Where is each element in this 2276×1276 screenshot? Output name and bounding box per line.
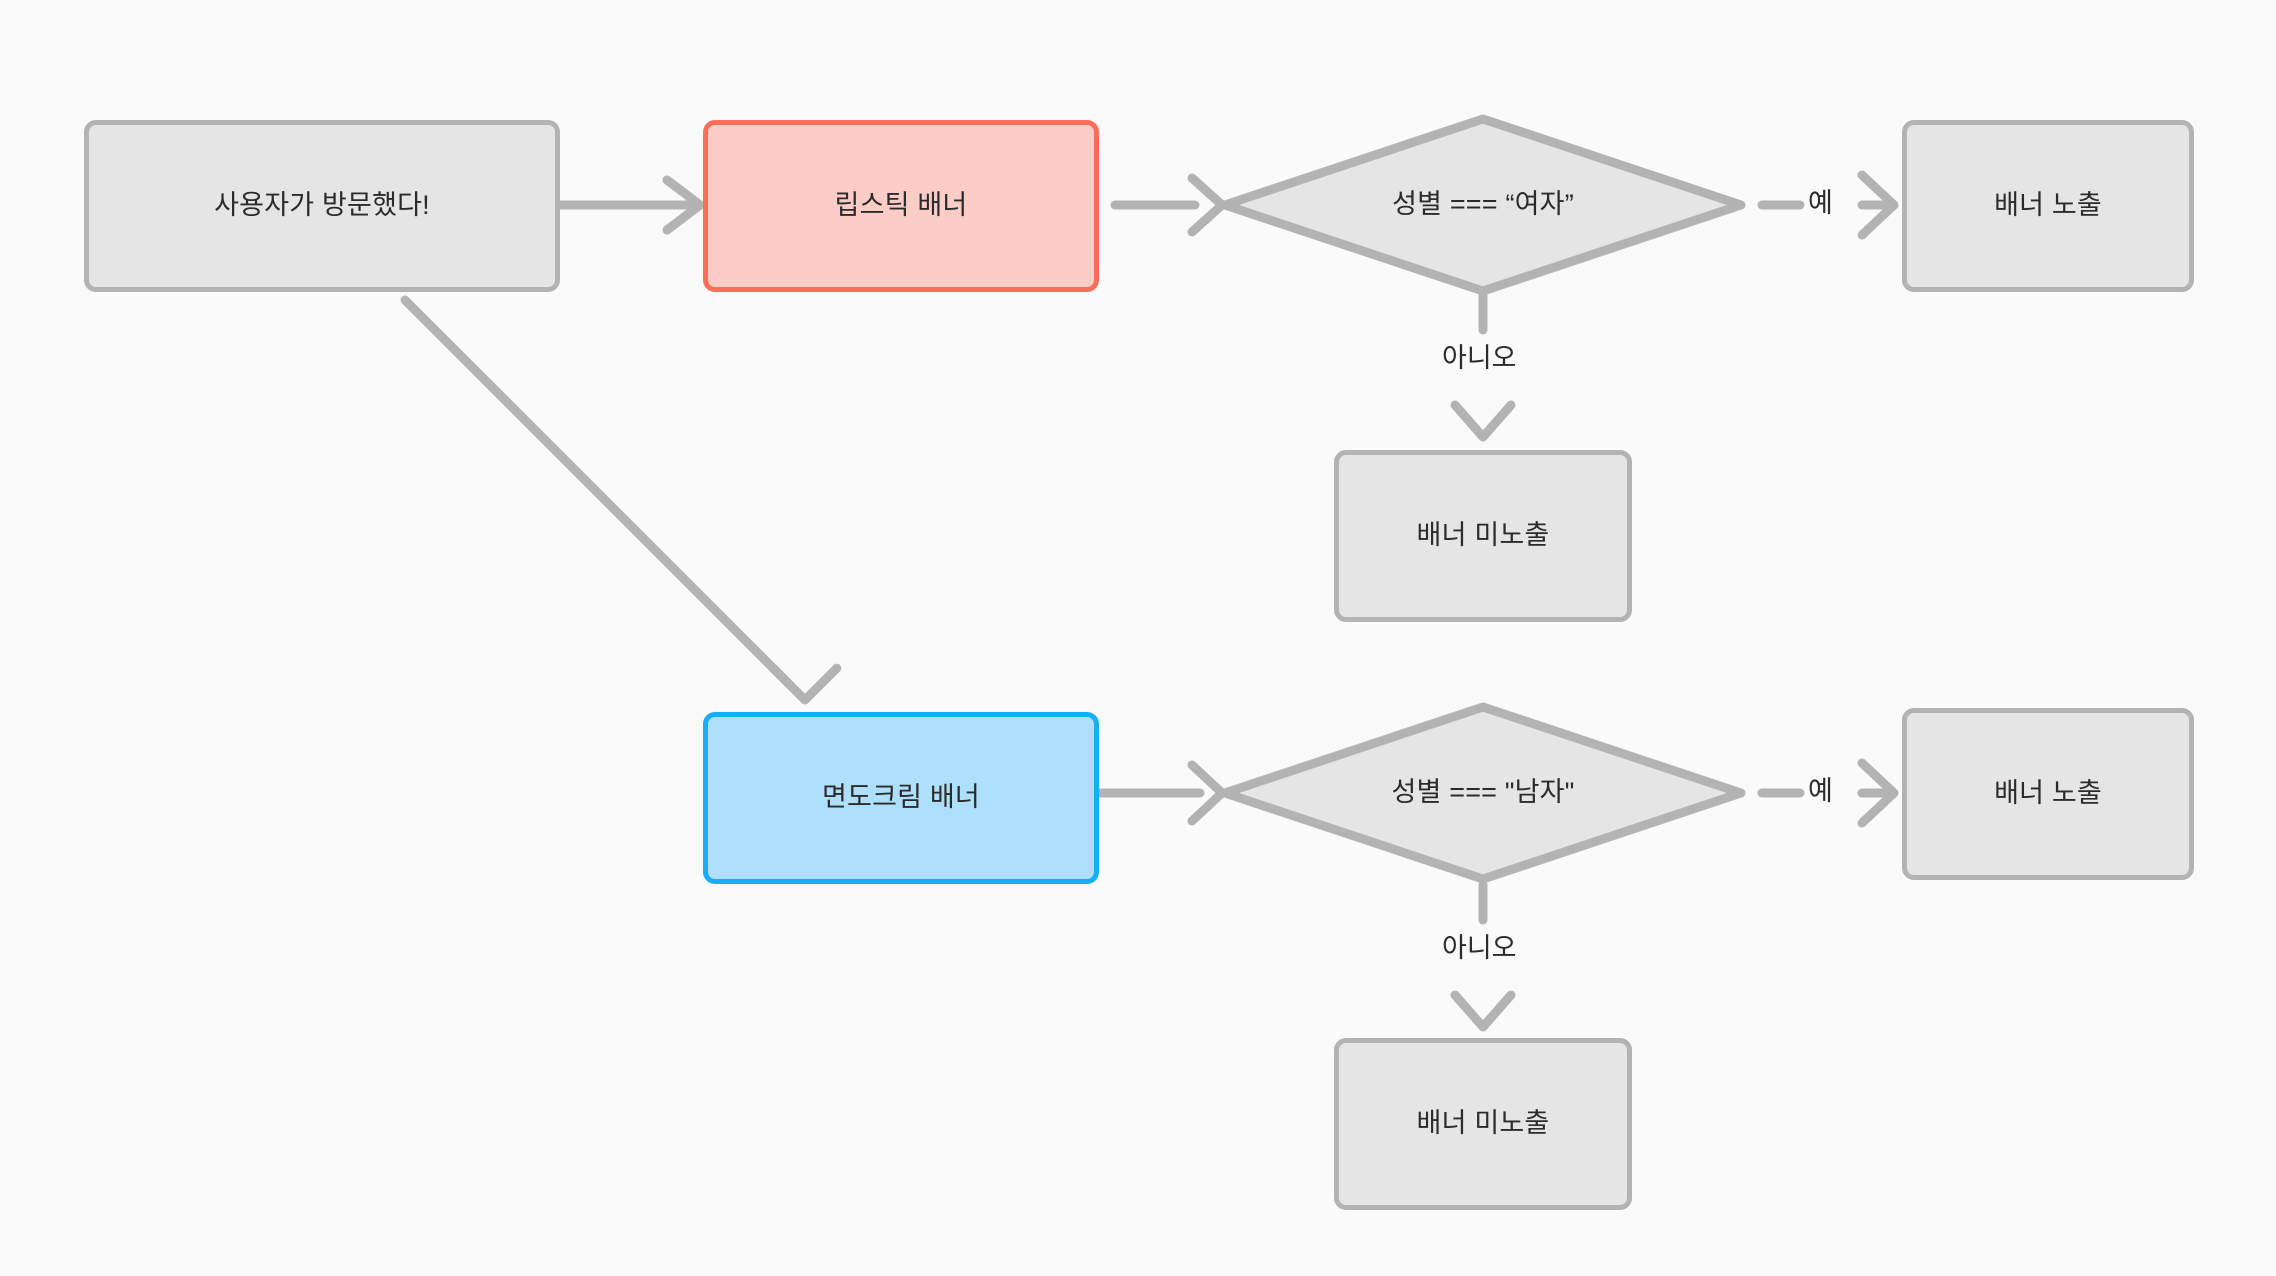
- node-hide-banner-female[interactable]: 배너 미노출: [1334, 450, 1632, 622]
- edge-start-to-lipstick: [555, 175, 705, 235]
- edge-lipstick-to-decision-female: [1110, 173, 1227, 237]
- node-start-label: 사용자가 방문했다!: [214, 190, 430, 221]
- node-shaving-banner-label: 면도크림 배너: [822, 782, 980, 813]
- edge-decision-female-no: [1450, 290, 1516, 442]
- node-shaving-banner[interactable]: 면도크림 배너: [703, 712, 1099, 884]
- node-hide-banner-male-label: 배너 미노출: [1416, 1108, 1550, 1139]
- node-show-banner-male-label: 배너 노출: [1994, 778, 2102, 809]
- edge-label-female-yes: 예: [1808, 188, 1833, 218]
- edge-label-male-no: 아니오: [1442, 933, 1517, 963]
- edge-decision-male-yes: [1757, 758, 1899, 828]
- edge-label-female-no: 아니오: [1442, 343, 1517, 373]
- node-lipstick-banner[interactable]: 립스틱 배너: [703, 120, 1099, 292]
- node-decision-male-label: 성별 === "남자": [1391, 777, 1575, 808]
- diamond-shape-male: [1220, 702, 1746, 884]
- node-decision-male[interactable]: 성별 === "남자": [1218, 700, 1748, 886]
- node-decision-female-label: 성별 === “여자”: [1392, 189, 1574, 220]
- edge-decision-male-no: [1450, 880, 1516, 1032]
- node-hide-banner-female-label: 배너 미노출: [1416, 520, 1550, 551]
- edge-label-male-yes: 예: [1808, 776, 1833, 806]
- node-decision-female[interactable]: 성별 === “여자”: [1218, 112, 1748, 298]
- diamond-shape-female: [1220, 114, 1746, 296]
- node-start[interactable]: 사용자가 방문했다!: [84, 120, 560, 292]
- node-show-banner-female[interactable]: 배너 노출: [1902, 120, 2194, 292]
- edge-decision-female-yes: [1757, 170, 1899, 240]
- node-show-banner-male[interactable]: 배너 노출: [1902, 708, 2194, 880]
- edge-shaving-to-decision-male: [1095, 760, 1227, 826]
- node-lipstick-banner-label: 립스틱 배너: [834, 190, 968, 221]
- edge-start-to-shaving: [400, 295, 842, 705]
- node-hide-banner-male[interactable]: 배너 미노출: [1334, 1038, 1632, 1210]
- node-show-banner-female-label: 배너 노출: [1994, 190, 2102, 221]
